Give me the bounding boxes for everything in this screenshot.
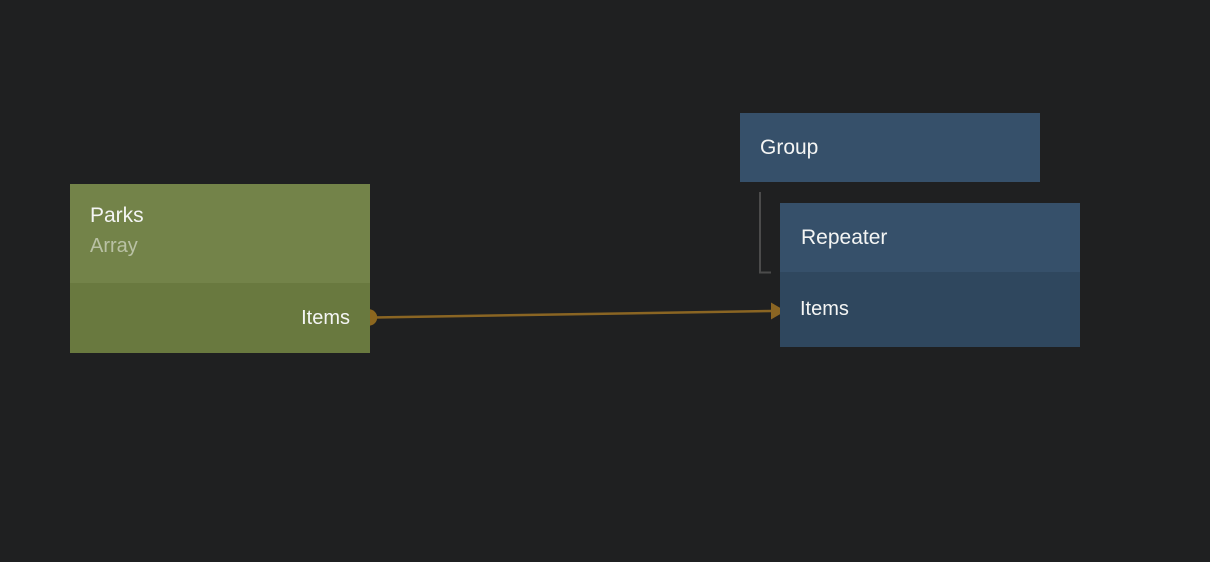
- port-parks-items[interactable]: Items: [70, 283, 370, 353]
- node-repeater[interactable]: Repeater Items: [780, 203, 1080, 347]
- connection-wire[interactable]: [371, 309, 772, 319]
- node-parks-header[interactable]: Parks Array: [70, 184, 370, 283]
- node-repeater-header[interactable]: Repeater: [780, 203, 1080, 272]
- node-parks-subtitle: Array: [90, 235, 138, 257]
- port-parks-items-label: Items: [301, 306, 350, 329]
- hierarchy-link-line: [759, 192, 771, 274]
- node-parks-title: Parks: [90, 204, 144, 227]
- port-repeater-items[interactable]: Items: [780, 272, 1080, 347]
- port-repeater-items-label: Items: [800, 298, 849, 320]
- node-parks[interactable]: Parks Array Items: [70, 184, 370, 353]
- node-repeater-ports: Items: [780, 272, 1080, 347]
- node-group[interactable]: Group: [740, 113, 1040, 182]
- node-group-title: Group: [760, 135, 819, 159]
- node-repeater-title: Repeater: [801, 225, 888, 249]
- node-parks-ports: Items: [70, 283, 370, 353]
